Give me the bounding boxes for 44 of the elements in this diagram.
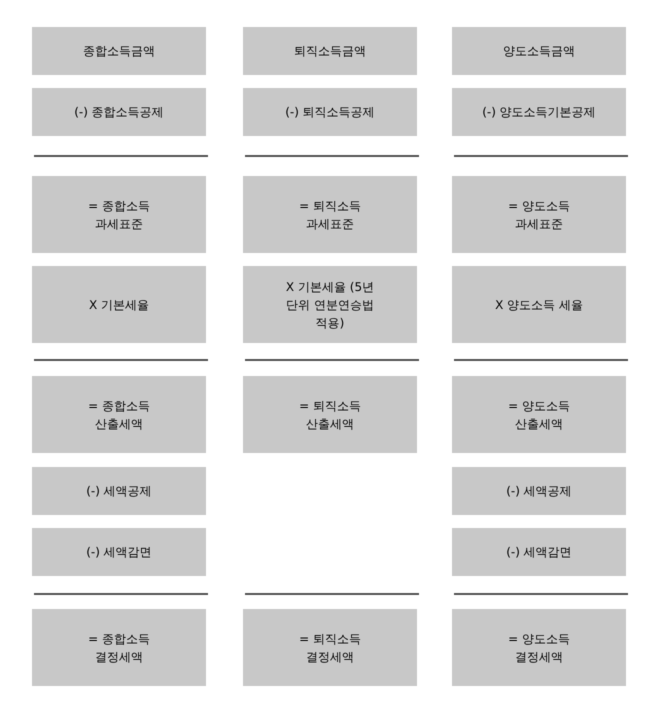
process-box [452,27,626,75]
box-label: (-) 종합소득공제 [74,104,164,121]
box-label: = 퇴직소득 산출세액 [298,398,362,432]
box-label: = 양도소득 결정세액 [507,630,571,666]
box-label: 종합소득금액 [83,43,155,60]
process-box [452,467,626,515]
box-label: = 퇴직소득 과세표준 [298,198,362,232]
process-box [32,467,206,515]
box-label: X 양도소득 세율 [495,296,583,314]
process-box [243,266,417,343]
process-box [452,528,626,576]
box-label: = 퇴직소득 결정세액 [298,630,362,666]
box-label: (-) 양도소득기본공제 [482,104,596,121]
process-box [243,609,417,686]
box-label: = 양도소득 산출세액 [507,398,571,432]
process-box [32,609,206,686]
process-box [32,266,206,343]
box-label: X 기본세율 (5년 단위 연분연승법 적용) [284,278,376,332]
process-box [243,176,417,253]
process-box [243,376,417,453]
box-label: = 종합소득 산출세액 [87,398,151,432]
process-box [243,88,417,136]
box-label: = 종합소득 결정세액 [87,630,151,666]
process-box [452,88,626,136]
process-box [452,376,626,453]
process-box [32,27,206,75]
box-label: 퇴직소득금액 [294,43,366,60]
box-label: X 기본세율 [88,296,150,314]
process-box [32,376,206,453]
process-box [452,609,626,686]
process-box [243,27,417,75]
process-box [32,528,206,576]
box-label: = 종합소득 과세표준 [87,198,151,232]
box-label: (-) 세액공제 [506,483,572,500]
box-label: (-) 세액공제 [86,483,152,500]
box-label: (-) 세액감면 [86,544,152,561]
box-label: (-) 세액감면 [506,544,572,561]
box-label: = 양도소득 과세표준 [507,198,571,232]
box-label: (-) 퇴직소득공제 [285,104,375,121]
box-label: 양도소득금액 [503,43,575,60]
process-box [32,88,206,136]
process-box [32,176,206,253]
process-box [452,176,626,253]
process-box [452,266,626,343]
